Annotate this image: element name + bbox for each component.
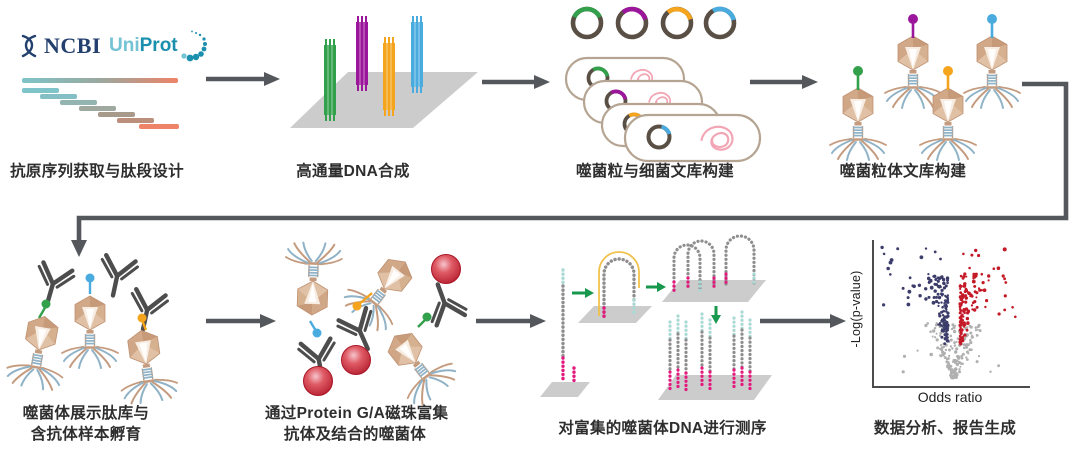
sequence-bar: [40, 94, 77, 99]
uniprot-logo: UniProt: [109, 35, 178, 56]
volcano-plot: [872, 240, 1030, 388]
ncbi-logo: NCBI: [44, 33, 102, 58]
database-logos: NCBI UniProt: [20, 28, 207, 64]
sequence-alignment-bars: [22, 78, 182, 134]
caption-step7: 对富集的噬菌体DNA进行测序: [558, 420, 767, 437]
ncbi-helix-icon: [21, 34, 37, 58]
antibody-icon: [3, 255, 181, 407]
sequence-bar: [60, 100, 97, 105]
caption-step4: 噬菌粒体文库构建: [839, 163, 967, 180]
dna-chip-illustration: [290, 16, 478, 128]
caption-step2: 高通量DNA合成: [296, 163, 410, 180]
flow-arrow-5: [476, 314, 546, 328]
flow-arrow-3: [750, 75, 818, 89]
bacterium-icon: [564, 56, 762, 163]
phage-library-illustration: [828, 14, 1022, 162]
caption-step1: 抗原序列获取与肽段设计: [10, 163, 184, 180]
uniprot-swirl-icon: [181, 30, 207, 62]
caption-step5: 噬菌体展示肽库与含抗体样本孵育: [22, 405, 150, 443]
phage-icon: [828, 14, 1022, 162]
volcano-x-axis-label: Odds ratio: [917, 389, 983, 405]
volcano-y-axis-label: -Log(p-value): [849, 270, 863, 348]
caption-step6: 通过Protein G/A磁珠富集抗体及结合的噬菌体: [265, 405, 449, 443]
bead-enrichment-illustration: [282, 240, 485, 412]
dna-strand-icon: [561, 268, 576, 384]
sequence-bar: [117, 118, 154, 123]
caption-step3: 噬菌粒与细菌文库构建: [575, 163, 734, 180]
magnetic-bead-complex-icon: [282, 240, 468, 412]
sequence-bar: [22, 88, 59, 93]
sequencing-illustration: [540, 234, 772, 400]
caption-step8: 数据分析、报告生成: [873, 420, 1017, 437]
flow-arrow-4: [206, 314, 276, 328]
sequence-bar: [139, 124, 179, 129]
flow-arrow-1: [206, 72, 280, 86]
phage-antibody-incubation-illustration: [3, 246, 181, 407]
flow-arrow-6: [760, 314, 846, 328]
sequence-long-bar: [22, 78, 178, 83]
volcano-points: [880, 245, 1017, 380]
sequence-bar: [79, 106, 116, 111]
plasmid-icon: [570, 6, 737, 40]
flow-arrow-2: [482, 75, 550, 89]
sequence-bar: [98, 112, 135, 117]
